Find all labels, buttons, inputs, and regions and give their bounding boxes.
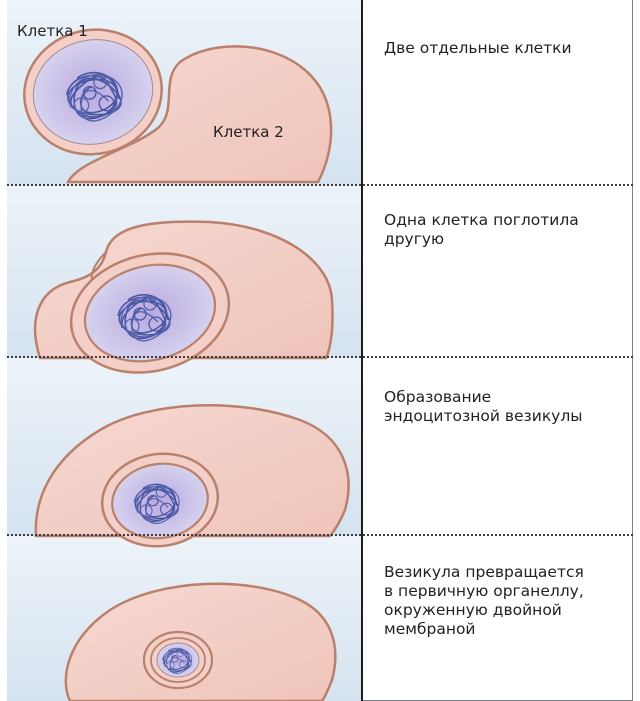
stage-divider-1 bbox=[7, 184, 633, 186]
cell-1-label: Клетка 1 bbox=[17, 22, 88, 40]
stage-3-caption: Образование эндоцитозной везикулы bbox=[384, 388, 604, 426]
stage-divider-2 bbox=[7, 356, 633, 358]
organelle-stage4 bbox=[144, 632, 212, 688]
stage-divider-3 bbox=[7, 534, 633, 536]
stage-2-caption: Одна клетка поглотила другую bbox=[384, 211, 589, 249]
cell-2-label: Клетка 2 bbox=[213, 123, 284, 141]
column-divider bbox=[361, 0, 363, 701]
stage-1-caption: Две отдельные клетки bbox=[384, 39, 619, 58]
stage-4-caption: Везикула превращается в первичную органе… bbox=[384, 563, 594, 639]
